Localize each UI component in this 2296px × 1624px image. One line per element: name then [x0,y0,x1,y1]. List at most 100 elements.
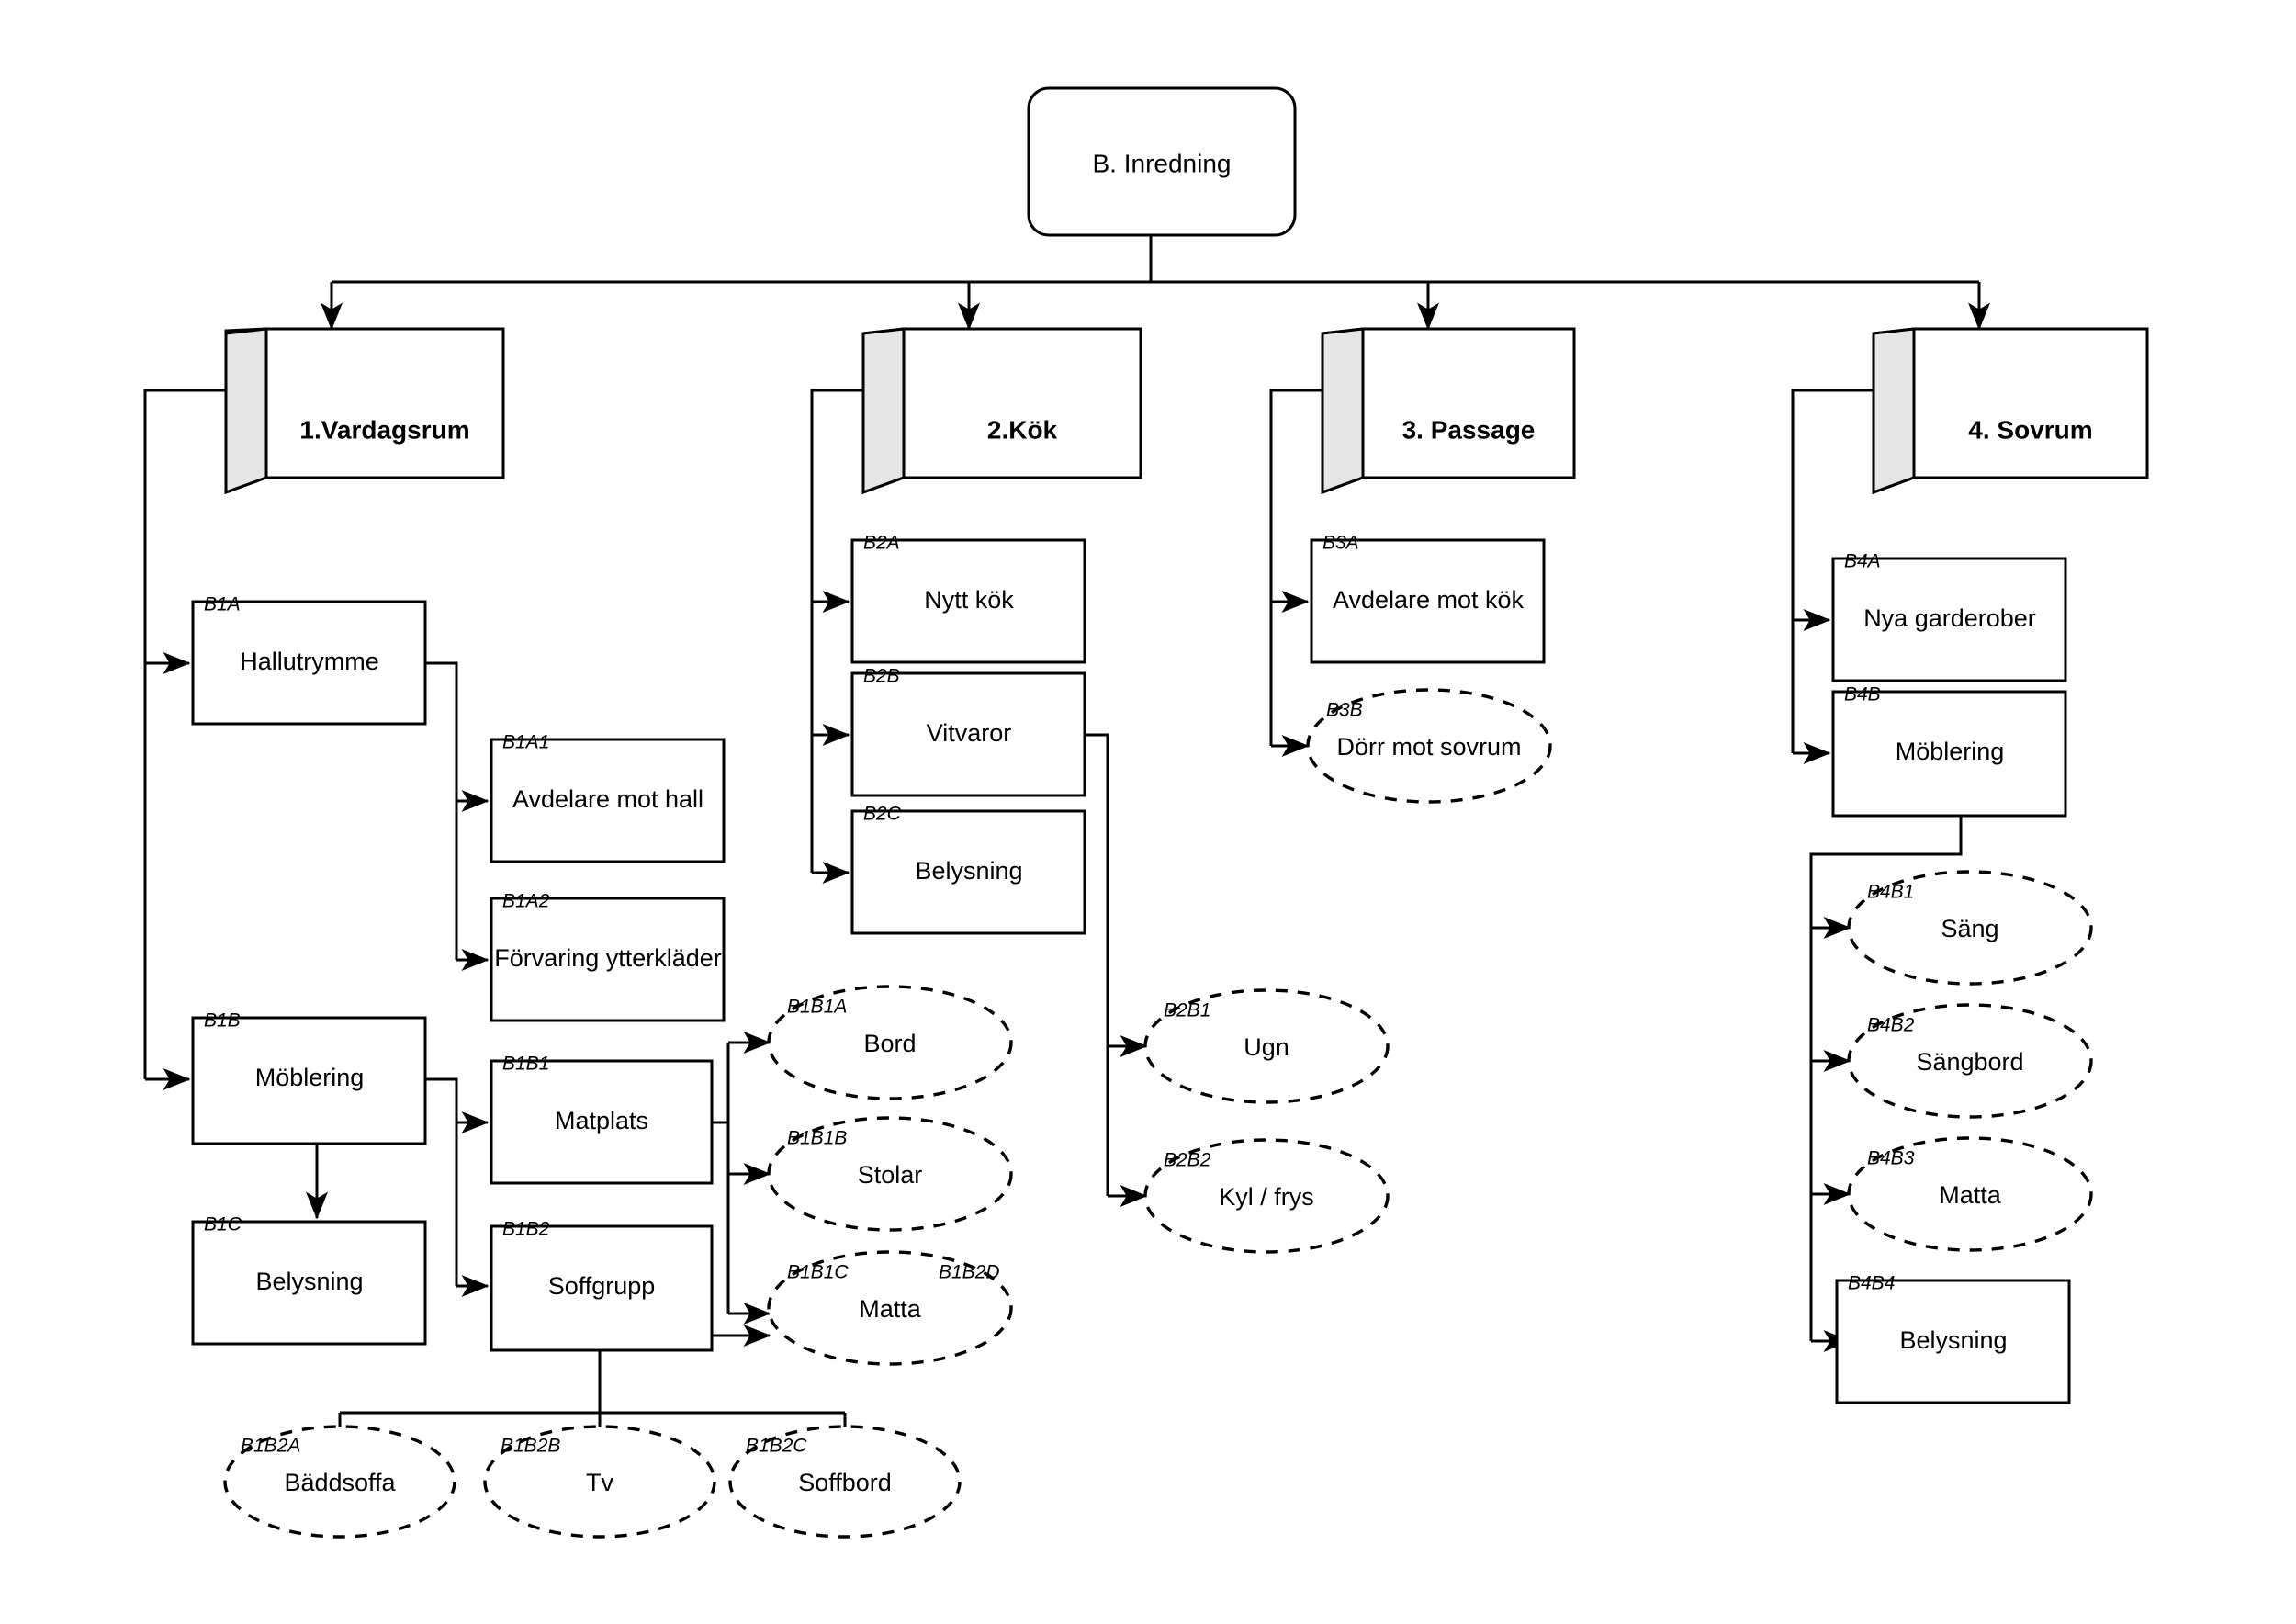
b1b2-code: B1B2 [502,1219,550,1240]
edge-b1b-trunk [425,1077,458,1286]
b1b2a-shape [223,1425,456,1539]
node-passage[interactable]: 3. Passage [1321,327,1576,495]
edge-kok-trunk [810,389,863,873]
cube-side-edge [1321,333,1364,495]
node-root[interactable]: B. Inredning [1027,86,1297,237]
b2a-code: B2A [863,533,900,554]
b1b1b-code: B1B1B [787,1128,847,1149]
node-b3a[interactable]: B3A Avdelare mot kök [1310,533,1546,664]
node-b1b[interactable]: B1B Möblering [191,1010,427,1145]
b1b2a-label: Bäddsoffa [284,1469,396,1496]
b3a-code: B3A [1322,533,1359,554]
b4b2-shape [1847,1003,2093,1119]
node-b2b2[interactable]: B2B2 Kyl / frys [1143,1138,1390,1254]
node-b1b1b[interactable]: B1B1B Stolar [767,1116,1013,1232]
b1a-code: B1A [204,594,241,615]
b2b-code: B2B [863,666,900,687]
node-b1b2c[interactable]: B1B2C Soffbord [728,1425,962,1539]
node-b1b1a[interactable]: B1B1A Bord [767,985,1013,1100]
b2c-shape [850,809,1086,935]
node-kok[interactable]: 2.Kök [861,327,1142,495]
b4b-label: Möblering [1896,738,2005,765]
kok-label: 2.Kök [987,415,1058,444]
node-b4b4[interactable]: B4B4 Belysning [1835,1273,2071,1404]
b1b1a-label: Bord [863,1030,916,1057]
node-b1b2a[interactable]: B1B2A Bäddsoffa [223,1425,456,1539]
b1b1b-shape [767,1116,1013,1232]
b2b-label: Vitvaror [927,719,1012,747]
node-b4a[interactable]: B4A Nya garderober [1831,551,2067,682]
b4b2-label: Sängbord [1916,1048,2023,1076]
b1b1-label: Matplats [555,1107,648,1134]
cube-side [1872,327,1916,495]
edge-b1a-trunk [425,661,458,960]
b4b1-code: B4B1 [1867,882,1914,903]
node-b1a1[interactable]: B1A1 Avdelare mot hall [490,732,726,863]
b1b2-label: Soffgrupp [548,1272,656,1300]
node-b1a[interactable]: B1A Hallutrymme [191,594,427,726]
b4b4-code: B4B4 [1848,1273,1895,1294]
b2a-label: Nytt kök [924,586,1014,614]
root-shape [1027,86,1297,237]
b1a1-shape [490,738,726,863]
b4a-shape [1831,557,2067,682]
b1b2c-shape [728,1425,962,1539]
b1a1-code: B1A1 [502,732,549,753]
connector-layer [143,234,1990,1466]
b4b1-shape [1847,870,2093,986]
node-b4b[interactable]: B4B Möblering [1831,684,2067,818]
node-sovrum[interactable]: 4. Sovrum [1872,327,2149,495]
node-vardagsrum[interactable]: 1.Vardagsrum [224,327,505,495]
vardagsrum-label: 1.Vardagsrum [299,415,469,444]
b1b2-shape [490,1224,714,1352]
b2b2-shape [1143,1138,1390,1254]
b4b3-code: B4B3 [1867,1148,1915,1169]
node-b4b1[interactable]: B4B1 Säng [1847,870,2093,986]
cube-side [861,327,906,495]
b2b2-label: Kyl / frys [1219,1183,1314,1211]
edge-sovrum-trunk [1791,389,1874,753]
b4b1-label: Säng [1941,915,1998,942]
node-b1b1[interactable]: B1B1 Matplats [490,1054,714,1185]
b1b2b-label: Tv [586,1469,613,1496]
node-b4b3[interactable]: B4B3 Matta [1847,1136,2093,1252]
node-b1b1c[interactable]: B1B1C B1B2D Matta [767,1250,1013,1366]
node-b1a2[interactable]: B1A2 Förvaring ytterkläder [490,891,726,1022]
edge-passage-trunk [1269,389,1322,746]
b3a-shape [1310,538,1546,664]
node-b1c[interactable]: B1C Belysning [191,1214,427,1346]
b1b1c-label: Matta [859,1295,922,1323]
node-b4b2[interactable]: B4B2 Sängbord [1847,1003,2093,1119]
node-b2c[interactable]: B2C Belysning [850,804,1086,935]
cube-side-edge [1872,333,1915,495]
b2c-label: Belysning [915,857,1022,885]
cube-front [264,327,505,479]
node-b1b2[interactable]: B1B2 Soffgrupp [490,1219,714,1352]
b3b-shape [1306,688,1552,804]
node-b2b[interactable]: B2B Vitvaror [850,666,1086,797]
cube-side-edge [861,333,905,495]
b1b1a-shape [767,985,1013,1100]
b1a2-shape [490,897,726,1022]
node-b3b[interactable]: B3B Dörr mot sovrum [1306,688,1552,804]
node-b1b2b[interactable]: B1B2B Tv [483,1425,716,1539]
b4a-code: B4A [1844,551,1881,572]
b1c-label: Belysning [255,1268,363,1295]
cube-side [1321,327,1365,495]
b4a-label: Nya garderober [1863,604,2036,632]
edge-b2b-trunk [1079,733,1109,1196]
b2a-shape [850,538,1086,664]
b2b1-code: B2B1 [1164,1000,1210,1021]
node-b2a[interactable]: B2A Nytt kök [850,533,1086,664]
edge-b4b-trunk [1809,816,1963,1341]
b2b2-code: B2B2 [1164,1150,1211,1171]
b1a-shape [191,600,427,726]
cube-side-edge [224,333,267,495]
b1b2c-label: Soffbord [798,1469,892,1496]
node-b2b1[interactable]: B2B1 Ugn [1143,988,1390,1104]
b1a1-label: Avdelare mot hall [512,785,703,813]
cube-front [902,327,1142,479]
b1b2b-shape [483,1425,716,1539]
b1a2-code: B1A2 [502,891,550,912]
